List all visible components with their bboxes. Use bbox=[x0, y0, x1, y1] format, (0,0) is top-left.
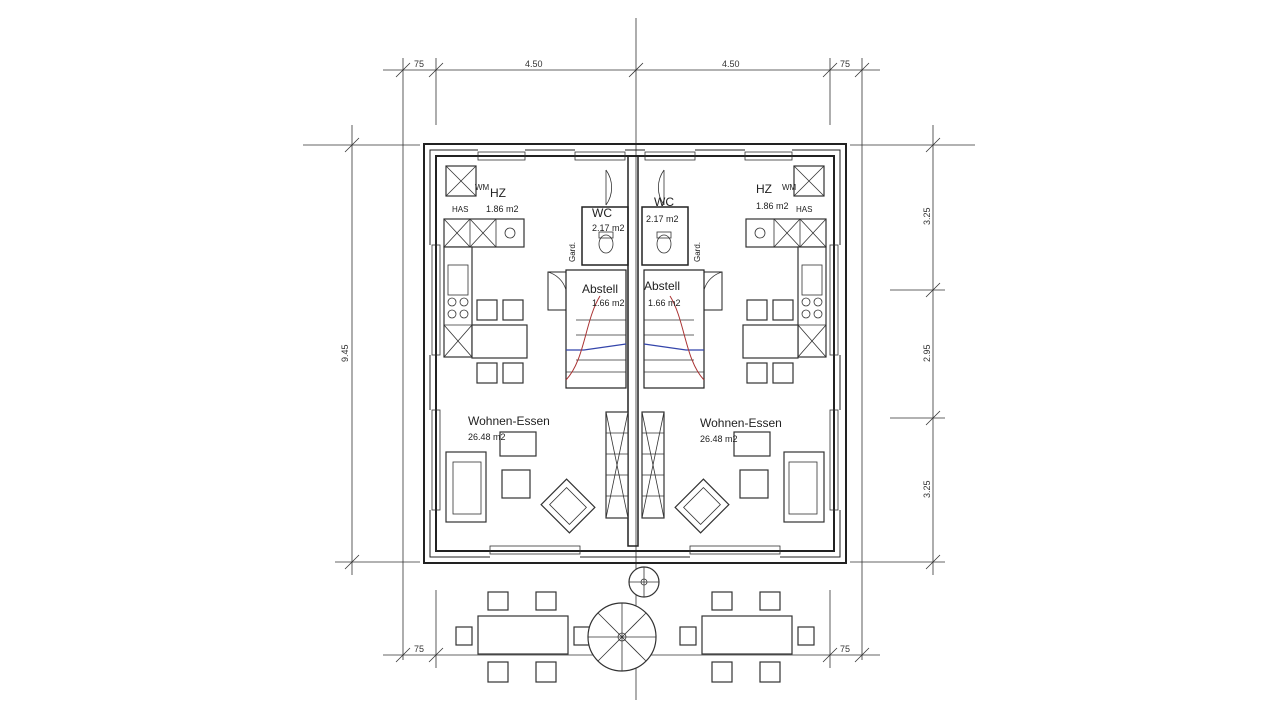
right-wohnen-label: Wohnen-Essen bbox=[700, 416, 782, 430]
dim-top-right-width: 4.50 bbox=[722, 59, 740, 69]
left-wc-area: 2.17 m2 bbox=[592, 223, 625, 233]
dim-top-left-margin: 75 bbox=[414, 59, 424, 69]
right-gard-label: Gard. bbox=[693, 242, 702, 262]
right-hz-label: HZ bbox=[756, 182, 772, 196]
dim-right-segment-3: 3.25 bbox=[922, 480, 932, 498]
dim-left-total-height: 9.45 bbox=[340, 344, 350, 362]
tree-symbols bbox=[587, 566, 660, 672]
dim-bottom-right-margin: 75 bbox=[840, 644, 850, 654]
terrace-right bbox=[679, 591, 815, 683]
dim-right-segment-2: 2.95 bbox=[922, 344, 932, 362]
left-unit: Gard. bbox=[443, 165, 629, 534]
dimension-lines bbox=[303, 18, 975, 700]
right-unit bbox=[641, 165, 827, 534]
right-wc-label: WC bbox=[654, 195, 674, 209]
left-hz-area: 1.86 m2 bbox=[486, 204, 519, 214]
right-wm-label: WM bbox=[782, 183, 797, 192]
left-wc-label: WC bbox=[592, 206, 612, 220]
dim-bottom-left-margin: 75 bbox=[414, 644, 424, 654]
left-abstell-area: 1.66 m2 bbox=[592, 298, 625, 308]
right-abstell-area: 1.66 m2 bbox=[648, 298, 681, 308]
right-hz-area: 1.86 m2 bbox=[756, 201, 789, 211]
left-wm-label: WM bbox=[475, 183, 490, 192]
left-wohnen-area: 26.48 m2 bbox=[468, 432, 506, 442]
right-wohnen-area: 26.48 m2 bbox=[700, 434, 738, 444]
left-wohnen-label: Wohnen-Essen bbox=[468, 414, 550, 428]
terrace-left bbox=[455, 591, 591, 683]
dim-right-segment-1: 3.25 bbox=[922, 207, 932, 225]
dim-top-right-margin: 75 bbox=[840, 59, 850, 69]
right-has-label: HAS bbox=[796, 205, 812, 214]
left-gard-label: Gard. bbox=[568, 242, 577, 262]
left-has-label: HAS bbox=[452, 205, 468, 214]
left-hz-label: HZ bbox=[490, 186, 506, 200]
outer-walls bbox=[423, 143, 847, 564]
left-abstell-label: Abstell bbox=[582, 282, 618, 296]
right-wc-area: 2.17 m2 bbox=[646, 214, 679, 224]
dim-top-left-width: 4.50 bbox=[525, 59, 543, 69]
right-abstell-label: Abstell bbox=[644, 279, 680, 293]
